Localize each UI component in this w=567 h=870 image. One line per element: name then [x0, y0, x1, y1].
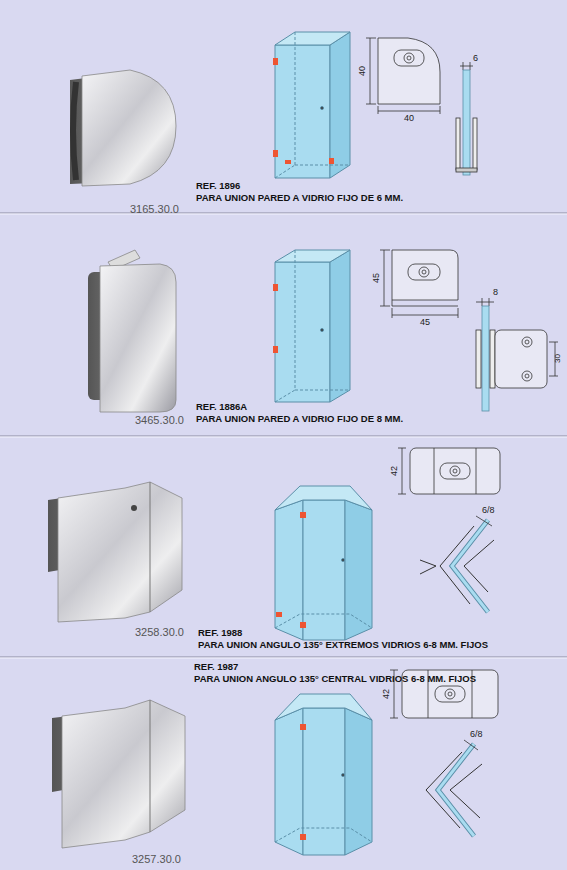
- description-text: PARA UNION PARED A VIDRIO FIJO DE 8 MM.: [196, 414, 403, 424]
- description-text: PARA UNION ANGULO 135° CENTRAL VIDRIOS 6…: [194, 674, 476, 684]
- dimension-label: 6: [473, 54, 478, 64]
- shower-enclosure: [275, 694, 372, 855]
- angle-section: [420, 516, 494, 612]
- dimension-label: 42: [382, 689, 392, 699]
- dimension-label: 8: [493, 288, 498, 298]
- reference-label: REF. 1987: [194, 662, 238, 672]
- product-code: 3465.30.0: [135, 414, 184, 426]
- clamp-photo: [70, 70, 176, 186]
- dimension-drawing: [398, 448, 500, 494]
- glass-section: [476, 298, 558, 411]
- dimension-label: 45: [420, 318, 430, 328]
- product-code: 3165.30.0: [130, 203, 179, 215]
- product-code: 3258.30.0: [135, 626, 184, 638]
- dimension-drawing: [366, 38, 440, 114]
- reference-label: REF. 1988: [198, 628, 242, 638]
- section-separator: [0, 213, 567, 658]
- clamp-photo: [48, 482, 182, 622]
- shower-enclosure: [273, 250, 350, 402]
- dimension-label: 30: [554, 354, 563, 363]
- dimension-drawing: [380, 250, 458, 318]
- clamp-photo: [88, 250, 176, 412]
- dimension-label: 45: [372, 273, 382, 283]
- reference-label: REF. 1886A: [196, 402, 247, 412]
- shower-enclosure: [275, 486, 372, 640]
- reference-label: REF. 1896: [196, 181, 240, 191]
- glass-section: [456, 62, 477, 175]
- angle-section: [426, 740, 482, 836]
- product-code: 3257.30.0: [132, 853, 181, 865]
- clamp-photo: [52, 700, 185, 848]
- dimension-label: 6/8: [482, 506, 495, 516]
- description-text: PARA UNION ANGULO 135° EXTREMOS VIDRIOS …: [198, 640, 488, 650]
- dimension-label: 40: [358, 66, 368, 76]
- dimension-label: 40: [404, 114, 414, 124]
- dimension-label: 6/8: [470, 730, 483, 740]
- description-text: PARA UNION PARED A VIDRIO FIJO DE 6 MM.: [196, 193, 403, 203]
- dimension-label: 42: [390, 466, 400, 476]
- shower-enclosure: [273, 32, 350, 178]
